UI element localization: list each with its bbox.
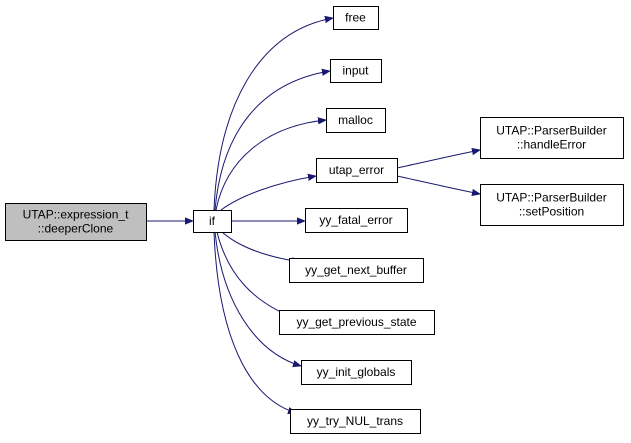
- edge-utap_error-to-handleError: [396, 150, 480, 169]
- node-label: yy_fatal_error: [319, 213, 392, 227]
- node-label: UTAP::ParserBuilder: [496, 191, 606, 205]
- node-box[interactable]: [193, 210, 232, 233]
- node-box[interactable]: [290, 409, 421, 434]
- node-label: if: [209, 214, 216, 228]
- node-label: ::deeperClone: [38, 222, 114, 236]
- node-box[interactable]: [480, 184, 624, 226]
- node-label: free: [345, 11, 366, 25]
- edge-if-to-yy_init_globals: [214, 231, 301, 366]
- node-utap_error[interactable]: utap_error: [316, 158, 398, 183]
- node-box[interactable]: [279, 310, 435, 335]
- node-handleError[interactable]: UTAP::ParserBuilder::handleError: [480, 117, 624, 159]
- edge-if-to-free: [213, 18, 333, 211]
- node-setPosition[interactable]: UTAP::ParserBuilder::setPosition: [480, 184, 624, 226]
- edge-if-to-yy_get_previous_state: [216, 231, 294, 319]
- node-free[interactable]: free: [333, 6, 379, 30]
- node-yy_get_next_buffer[interactable]: yy_get_next_buffer: [289, 258, 424, 283]
- node-yy_try_NUL_trans[interactable]: yy_try_NUL_trans: [290, 409, 421, 434]
- node-if[interactable]: if: [193, 210, 232, 233]
- node-box[interactable]: [5, 203, 147, 241]
- node-yy_fatal_error[interactable]: yy_fatal_error: [305, 208, 408, 233]
- node-label: yy_get_next_buffer: [305, 263, 407, 277]
- node-label: yy_get_previous_state: [296, 315, 416, 329]
- edge-if-to-input: [214, 71, 330, 211]
- edges: [146, 18, 480, 413]
- node-root[interactable]: UTAP::expression_t::deeperClone: [5, 203, 147, 241]
- node-label: UTAP::ParserBuilder: [496, 124, 606, 138]
- edge-utap_error-to-setPosition: [396, 175, 480, 194]
- node-label: ::setPosition: [519, 205, 584, 219]
- node-label: yy_init_globals: [317, 365, 396, 379]
- node-label: ::handleError: [517, 138, 586, 152]
- node-label: utap_error: [329, 163, 384, 177]
- node-box[interactable]: [305, 208, 408, 233]
- node-box[interactable]: [316, 158, 398, 183]
- node-input[interactable]: input: [330, 59, 382, 83]
- node-box[interactable]: [289, 258, 424, 283]
- node-box[interactable]: [326, 108, 386, 133]
- node-box[interactable]: [480, 117, 624, 159]
- node-label: input: [342, 64, 369, 78]
- node-yy_get_previous_state[interactable]: yy_get_previous_state: [279, 310, 435, 335]
- edge-if-to-utap_error: [220, 176, 316, 211]
- node-label: yy_try_NUL_trans: [307, 414, 403, 428]
- nodes: UTAP::expression_t::deeperClone if freeinp…: [5, 6, 624, 434]
- node-box[interactable]: [301, 360, 412, 385]
- edge-if-to-yy_try_NUL_trans: [213, 231, 296, 413]
- node-malloc[interactable]: malloc: [326, 108, 386, 133]
- node-box[interactable]: [333, 6, 379, 30]
- edge-if-to-malloc: [215, 120, 326, 211]
- node-label: UTAP::expression_t: [23, 208, 129, 222]
- node-box[interactable]: [330, 59, 382, 83]
- node-yy_init_globals[interactable]: yy_init_globals: [301, 360, 412, 385]
- node-label: malloc: [338, 113, 373, 127]
- edge-if-to-yy_get_next_buffer: [221, 231, 300, 262]
